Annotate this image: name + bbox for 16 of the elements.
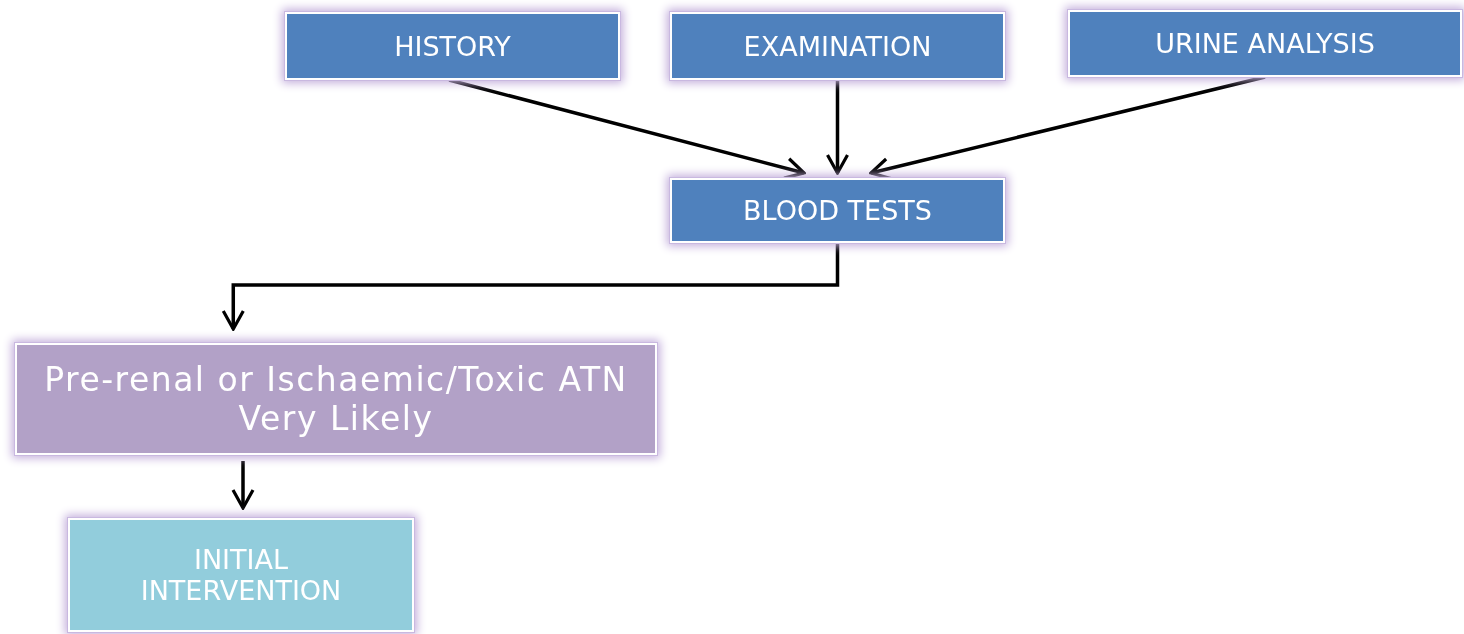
process-box (68, 518, 414, 632)
box-label: BLOOD TESTS (743, 195, 932, 226)
arrow (231, 461, 255, 510)
arrow (448, 78, 806, 180)
process-box (285, 12, 620, 80)
arrow (825, 80, 850, 175)
box-label: EXAMINATION (743, 30, 932, 62)
process-box (670, 12, 1005, 80)
arrow (221, 243, 840, 331)
process-box (670, 178, 1005, 243)
box-label: URINE ANALYSIS (1155, 28, 1375, 59)
process-box (1068, 10, 1462, 77)
box-label: HISTORY (394, 30, 511, 62)
box-label: INITIAL INTERVENTION (139, 544, 343, 606)
process-box (15, 343, 657, 455)
box-label: Pre-renal or Ischaemic/Toxic ATN Very Likely (43, 360, 629, 438)
